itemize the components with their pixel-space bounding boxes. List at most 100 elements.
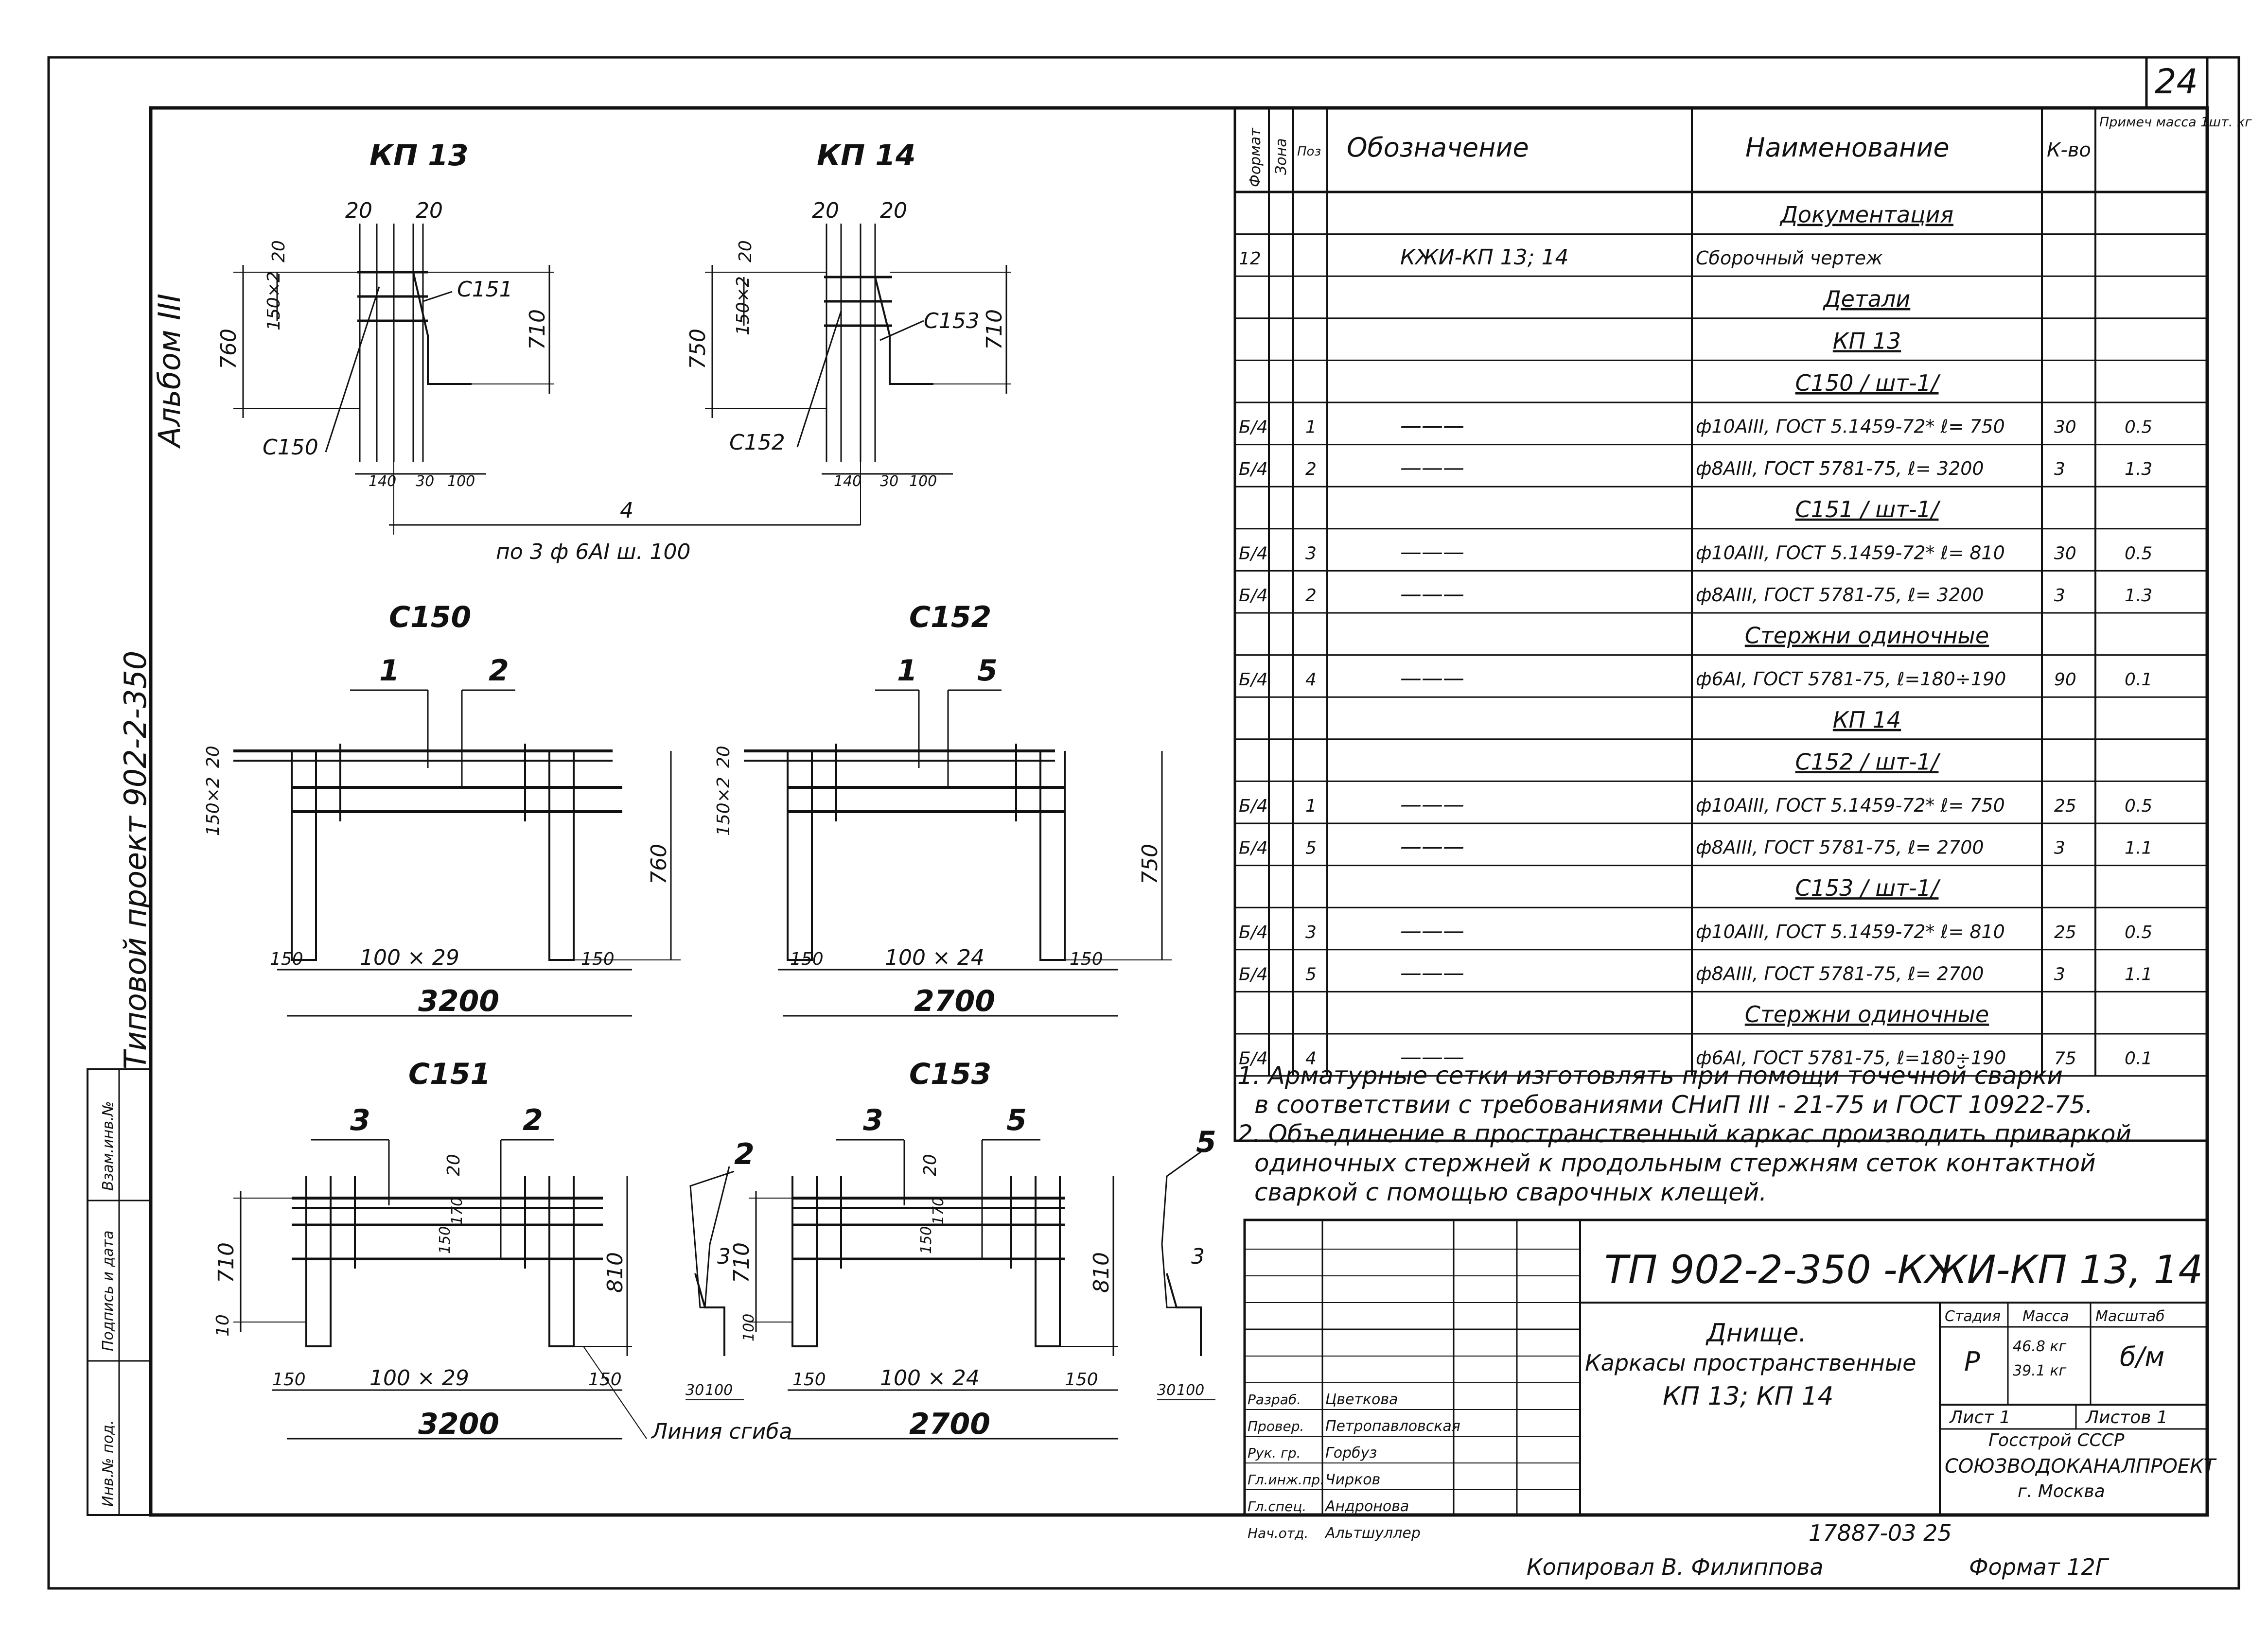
row-note: 1.3	[2125, 459, 2152, 479]
mass-value-1: 46.8 кг	[2013, 1338, 2066, 1355]
header-note: Примеч масса 1шт. кг	[2099, 115, 2252, 130]
kp14-dim-20c: 20	[736, 240, 756, 262]
kp14-dim-30: 30	[880, 473, 898, 490]
c152-dim-mid: 100 × 24	[885, 945, 985, 970]
mass-value-2: 39.1 кг	[2013, 1362, 2066, 1379]
row-format: Б/4	[1239, 796, 1268, 816]
bend-line-label-1: Линия сгиба	[651, 1419, 792, 1444]
footer-inv: 17887-03 25	[1809, 1520, 1952, 1546]
row-pos: 3	[1305, 543, 1317, 563]
c153-side-100: 100	[1177, 1382, 1204, 1399]
kp13-label-c150: С150	[263, 435, 318, 460]
row-designation: ———	[1400, 960, 1464, 985]
note-2c: сваркой с помощью сварочных клещей.	[1254, 1178, 1767, 1206]
row-name: ф8АIII, ГОСТ 5781-75, ℓ= 3200	[1696, 584, 1984, 606]
scale-value: б/м	[2120, 1341, 2164, 1372]
row-name: ф10АIII, ГОСТ 5.1459-72* ℓ= 810	[1696, 542, 2005, 563]
c151-dim-mid: 100 × 29	[369, 1366, 469, 1391]
row-qty: 30	[2054, 418, 2076, 437]
c153-dim-170: 170	[930, 1197, 947, 1225]
stamp-inv: Инв.№ под.	[100, 1420, 117, 1507]
c151-side-100: 100	[705, 1382, 733, 1399]
album-label: Альбом III	[152, 294, 187, 449]
kp13-dim-140: 140	[369, 473, 396, 490]
header-name: Наименование	[1745, 132, 1950, 163]
kp13-dim-20a: 20	[345, 198, 372, 223]
scale-label: Масштаб	[2095, 1308, 2165, 1325]
note-1b: в соответствии с требованиями СНиП III -…	[1254, 1091, 2093, 1119]
row-name: ф6АI, ГОСТ 5781-75, ℓ=180÷190	[1696, 1047, 2006, 1069]
c150-dim-total: 3200	[418, 984, 499, 1018]
row-designation: ———	[1400, 792, 1464, 817]
person-role: Гл.спец.	[1248, 1498, 1306, 1514]
person-role: Нач.отд.	[1248, 1525, 1308, 1541]
sheet-label: Лист 1	[1949, 1408, 2011, 1427]
c151-dim-170: 170	[449, 1197, 466, 1225]
person-role: Рук. гр.	[1248, 1445, 1301, 1461]
row-pos: 2	[1305, 459, 1317, 479]
row-note: 0.5	[2125, 922, 2152, 942]
kp14-dim-20a: 20	[812, 198, 839, 223]
kp13-dim-30: 30	[416, 473, 434, 490]
row-designation: ———	[1400, 455, 1464, 480]
kp14-dim-150: 150×2	[733, 276, 753, 335]
c153-dim-810: 810	[1089, 1252, 1114, 1293]
c150-dim-20: 20	[203, 746, 223, 768]
row-note: 0.5	[2125, 418, 2152, 437]
kp13-dim-760: 760	[216, 329, 241, 369]
header-designation: Обозначение	[1347, 132, 1529, 163]
c153-pos3: 3	[863, 1103, 883, 1137]
c152-dim-150l: 150	[790, 949, 824, 969]
row-section-title: Документация	[1779, 202, 1953, 228]
row-format: Б/4	[1239, 1049, 1268, 1069]
kp14-dim-20b: 20	[880, 198, 907, 223]
c153-title: С153	[909, 1057, 991, 1091]
c151-dim-710: 710	[214, 1242, 239, 1283]
outer-frame	[47, 56, 2240, 1590]
stamp-replace: Взам.инв.№	[100, 1101, 117, 1191]
row-section-title: С150 / шт-1/	[1795, 370, 1941, 396]
row-note: 0.1	[2125, 1049, 2152, 1069]
kp14-label-c153: С153	[924, 309, 980, 333]
row-note: 0.1	[2125, 670, 2152, 690]
row-pos: 5	[1305, 838, 1317, 858]
footer-copied: Копировал В. Филиппова	[1527, 1554, 1824, 1580]
c151-pos3: 3	[350, 1103, 370, 1137]
c153-side-5: 5	[1196, 1125, 1216, 1159]
row-section-title: Стержни одиночные	[1745, 623, 1989, 649]
row-name: ф8АIII, ГОСТ 5781-75, ℓ= 2700	[1696, 837, 1984, 858]
c152-view: С152 1 5 20 150×2 750 150 100 × 24 150 2…	[714, 600, 1172, 1018]
row-qty: 3	[2054, 586, 2065, 606]
c152-dim-150r: 150	[1070, 949, 1103, 969]
c151-side-100v: 100	[740, 1314, 757, 1341]
row-format: Б/4	[1239, 670, 1268, 690]
c151-dim-20: 20	[444, 1154, 464, 1176]
row-qty: 25	[2054, 796, 2076, 816]
stage-value: Р	[1964, 1346, 1980, 1377]
c151-title: С151	[408, 1057, 491, 1091]
c150-dim-mid: 100 × 29	[360, 945, 459, 970]
row-section-title: Детали	[1823, 286, 1911, 312]
c151-side-3: 3	[717, 1244, 731, 1269]
row-designation: ———	[1400, 919, 1464, 943]
row-designation: ———	[1400, 666, 1464, 691]
kp14-dim-140: 140	[834, 473, 861, 490]
note-1a: 1. Арматурные сетки изготовлять при помо…	[1237, 1062, 2063, 1090]
kp13-label-c151: С151	[457, 277, 513, 302]
row-format: 12	[1239, 249, 1261, 269]
notes: 1. Арматурные сетки изготовлять при помо…	[1237, 1062, 2131, 1206]
c153-side-3: 3	[1191, 1244, 1205, 1269]
row-format: Б/4	[1239, 838, 1268, 858]
row-format: Б/4	[1239, 459, 1268, 479]
row-qty: 3	[2054, 964, 2065, 984]
sheet-number: 24	[2155, 62, 2198, 102]
row-format: Б/4	[1239, 586, 1268, 606]
kp14-label-c152: С152	[729, 430, 785, 455]
c151-side-30: 30	[686, 1382, 704, 1399]
kp13-dim-150: 150×2	[264, 271, 284, 331]
c150-pos1: 1	[379, 654, 400, 688]
c151-dim-810: 810	[603, 1252, 628, 1293]
doc-name-1: Днище.	[1705, 1319, 1807, 1348]
row-format: Б/4	[1239, 922, 1268, 942]
